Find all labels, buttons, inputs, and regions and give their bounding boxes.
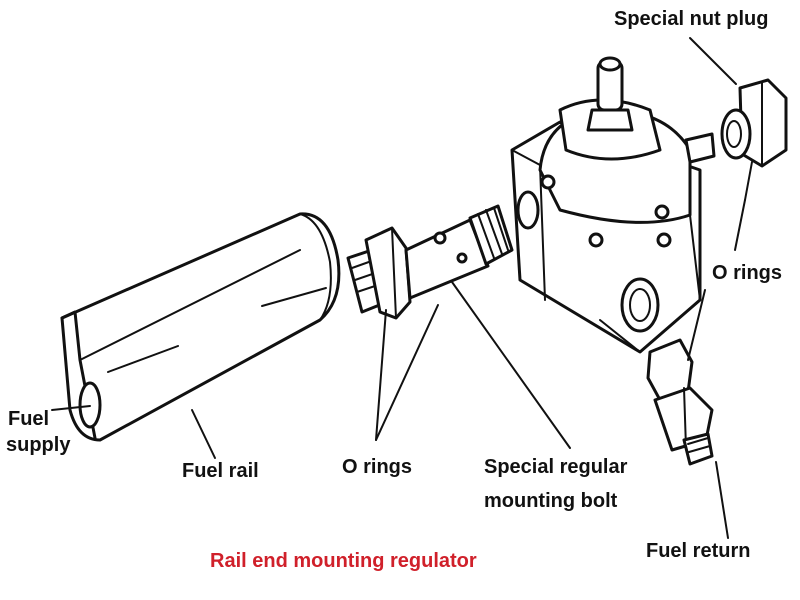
regulator-body-part	[510, 56, 716, 354]
diagram-caption: Rail end mounting regulator	[210, 550, 477, 572]
return-fitting-part	[646, 338, 714, 466]
mounting-bolt-label-line1: Special regular	[484, 456, 628, 478]
leader-lines	[51, 37, 753, 539]
fuel-rail-label: Fuel rail	[182, 460, 259, 482]
mounting-bolt-part	[346, 204, 514, 320]
nut-plug-part	[720, 78, 788, 168]
fuel-return-label: Fuel return	[646, 540, 751, 562]
o-rings-right-label: O rings	[712, 262, 783, 284]
special-nut-plug-label: Special nut plug	[614, 8, 769, 30]
fuel-supply-label-line1: Fuel	[8, 408, 50, 430]
o-rings-center-label: O rings	[342, 456, 413, 478]
mounting-bolt-label-line2: mounting bolt	[484, 490, 618, 512]
fuel-rail-part	[60, 212, 341, 442]
fuel-supply-label-line2: supply	[6, 434, 71, 456]
